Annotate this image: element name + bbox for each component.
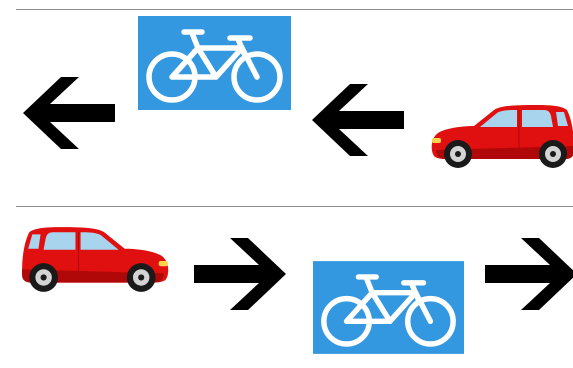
row2-bicycle-sign [313, 261, 464, 354]
row2-arrow-right-2 [481, 236, 573, 312]
row1-arrow-left-2 [308, 82, 408, 158]
row2-arrow-right-1 [190, 236, 290, 312]
divider-middle [16, 206, 573, 207]
row1-bicycle-sign [138, 16, 291, 110]
row1-arrow-left-1 [18, 75, 120, 151]
row2-car-icon [20, 224, 172, 294]
divider-top [16, 9, 573, 10]
row1-car-icon [428, 102, 573, 170]
